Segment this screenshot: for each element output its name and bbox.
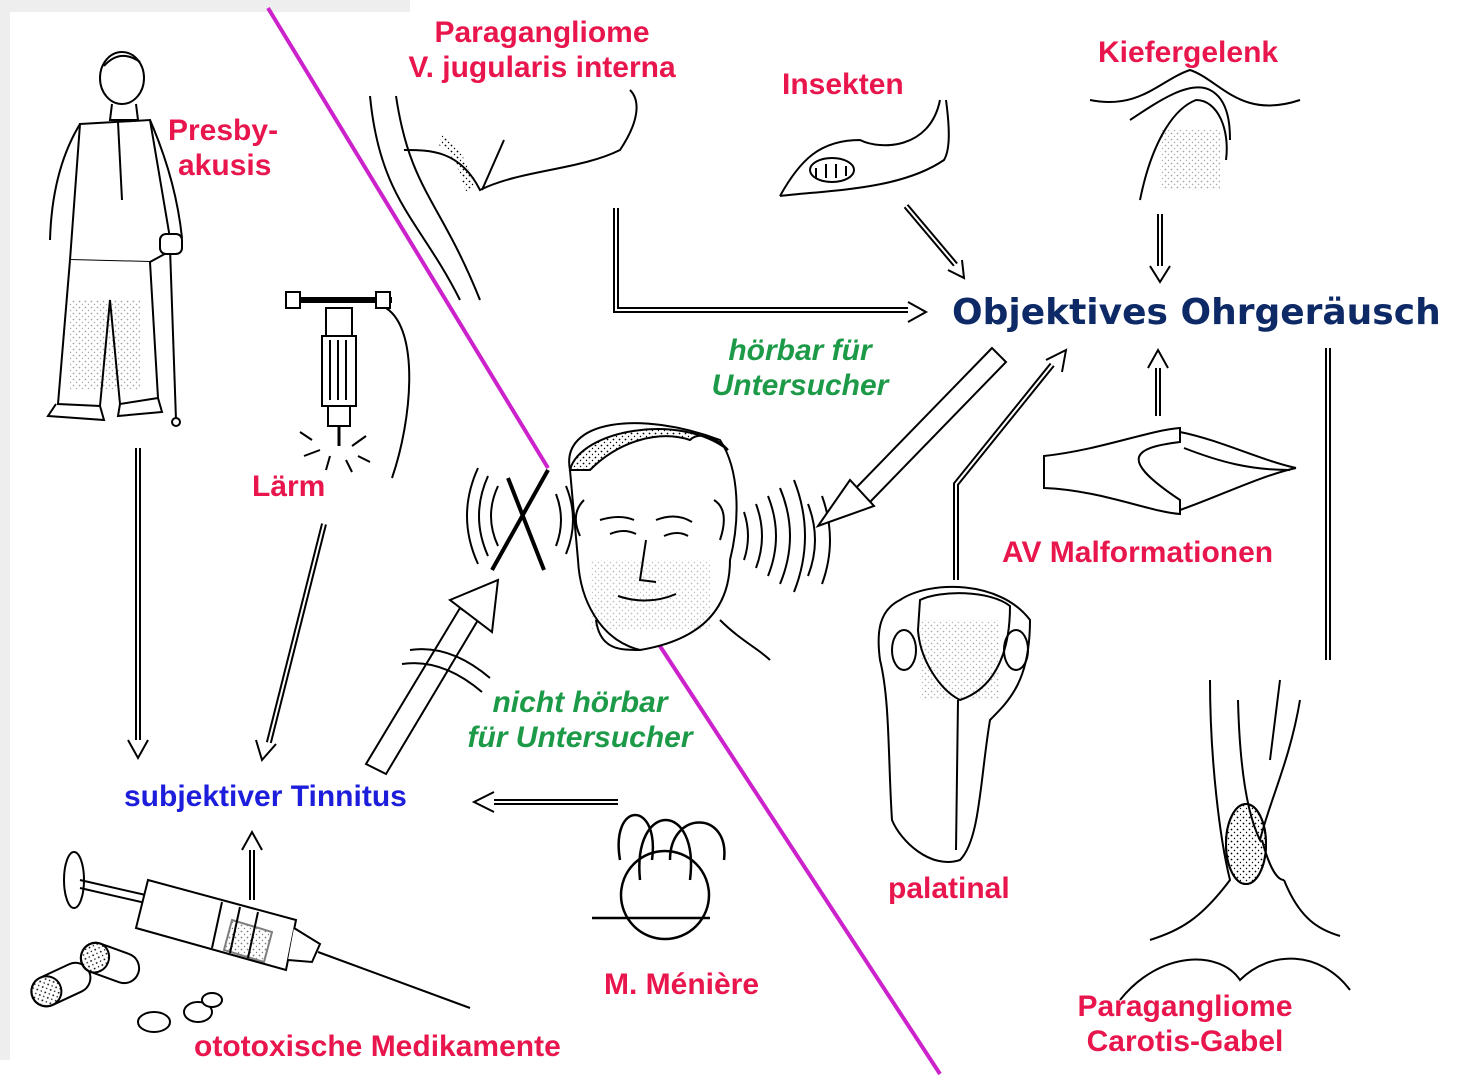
cross-mark (492, 470, 548, 570)
corner-shade (0, 0, 410, 12)
label-jugularis-line2: V. jugularis interna (392, 51, 692, 86)
label-av-malformationen: AV Malformationen (1002, 536, 1273, 571)
label-nicht-hoerbar-line1: nicht hörbar (450, 686, 710, 721)
label-kiefergelenk: Kiefergelenk (1098, 36, 1278, 71)
label-palatinal: palatinal (888, 872, 1010, 907)
label-carotis-line1: Paragangliome (1050, 990, 1320, 1025)
label-presbyakusis: Presby- akusis (168, 114, 278, 183)
label-insekten: Insekten (782, 68, 904, 103)
label-hoerbar-line2: Untersucher (700, 369, 900, 404)
label-carotis-line2: Carotis-Gabel (1050, 1025, 1320, 1060)
sound-waves-right (744, 480, 830, 592)
label-jugularis: Paragangliome V. jugularis interna (392, 16, 692, 85)
label-subjektiver-tinnitus: subjektiver Tinnitus (124, 780, 407, 815)
jaw-joint-illustration (1090, 70, 1300, 200)
label-meniere: M. Ménière (604, 968, 759, 1003)
label-jugularis-line1: Paragangliome (392, 16, 692, 51)
label-nicht-hoerbar-line2: für Untersucher (450, 721, 710, 756)
label-medikamente: ototoxische Medikamente (194, 1030, 561, 1065)
insect-illustration (780, 100, 949, 196)
pills-illustration (26, 939, 222, 1032)
head-illustration (569, 423, 770, 660)
elderly-man-illustration (48, 52, 182, 426)
label-laerm: Lärm (252, 470, 325, 505)
label-presbyakusis-line1: Presby- (168, 114, 278, 149)
av-malformation-illustration (1044, 428, 1296, 514)
label-hoerbar-line1: hörbar für (700, 334, 900, 369)
meniere-illustration (592, 815, 724, 939)
label-carotis: Paragangliome Carotis-Gabel (1050, 990, 1320, 1059)
label-hoerbar: hörbar für Untersucher (700, 334, 900, 403)
label-presbyakusis-line2: akusis (168, 149, 278, 184)
jugular-vein-illustration (370, 90, 637, 300)
label-nicht-hoerbar: nicht hörbar für Untersucher (450, 686, 710, 755)
left-margin-shade (0, 0, 10, 1060)
syringe-illustration (64, 852, 470, 1008)
palate-illustration (879, 587, 1030, 862)
jackhammer-illustration (286, 292, 409, 478)
carotid-illustration (1120, 680, 1350, 1000)
label-objektives-ohrgeraeusch: Objektives Ohrgeräusch (952, 292, 1441, 333)
